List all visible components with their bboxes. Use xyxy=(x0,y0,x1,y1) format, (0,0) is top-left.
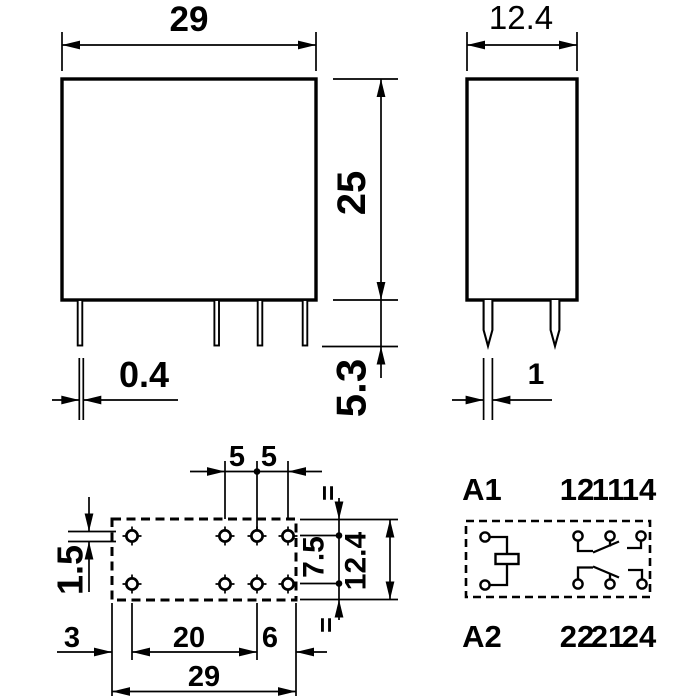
contact-pole-1 xyxy=(572,530,647,554)
terminal-11-label: 11 xyxy=(592,472,625,507)
pcb-hole-offset-label: 1.5 xyxy=(50,545,91,595)
side-depth-label: 12.4 xyxy=(489,0,553,36)
side-pin-width-dimension: 1 xyxy=(452,358,552,420)
front-pins xyxy=(76,299,309,347)
pcb-equal-mark-bottom: = xyxy=(311,617,341,633)
terminal-12-label: 12 xyxy=(560,472,594,507)
side-view: 12.4 1 xyxy=(452,0,579,420)
coil-terminal-a1-label: A1 xyxy=(462,472,502,507)
terminal-24-label: 24 xyxy=(622,619,657,654)
contact-pole-2 xyxy=(572,565,648,590)
side-pins xyxy=(482,300,561,350)
terminal-21-label: 21 xyxy=(591,619,625,654)
pcb-outline xyxy=(110,517,298,602)
relay-body-front xyxy=(60,77,318,302)
terminal-22-label: 22 xyxy=(560,619,594,654)
schematic-view: A1 12 11 14 A2 22 21 24 xyxy=(462,472,657,654)
front-pin-thickness-label: 0.4 xyxy=(119,354,169,395)
pcb-pitch-main-label: 20 xyxy=(173,622,205,654)
schematic-outline xyxy=(464,519,652,599)
pcb-margin-left-label: 3 xyxy=(64,622,80,654)
pcb-row-pitch-label: 7.5 xyxy=(298,536,331,578)
front-width-label: 29 xyxy=(170,0,209,39)
pcb-depth-label: 12.4 xyxy=(340,531,373,590)
relay-body-side xyxy=(465,77,579,302)
front-pin-thickness-dimension: 0.4 xyxy=(52,354,178,420)
pcb-equal-mark-top: = xyxy=(313,485,343,501)
pcb-pitch-5-5-dimension: 5 5 xyxy=(190,441,322,529)
side-depth-dimension: 12.4 xyxy=(466,0,578,71)
pcb-holes xyxy=(122,526,298,594)
pcb-depth-dimension: 12.4 xyxy=(340,519,395,600)
pcb-pitch-left-label: 5 xyxy=(229,441,245,473)
front-height-dimension: 25 xyxy=(330,78,398,301)
front-view: 29 25 5.3 0.4 xyxy=(52,0,398,420)
pcb-pitch-end-label: 6 xyxy=(262,622,278,654)
front-pin-length-label: 5.3 xyxy=(328,359,375,417)
pcb-bottom-dimensions: 3 20 6 29 xyxy=(57,603,327,696)
pcb-right-margin-dimension: = = 7.5 xyxy=(298,485,398,633)
coil-symbol xyxy=(479,531,520,591)
pcb-hole-offset-dimension: 1.5 xyxy=(50,497,116,595)
side-pin-width-label: 1 xyxy=(528,358,545,391)
terminal-14-label: 14 xyxy=(622,472,657,507)
pcb-width-label: 29 xyxy=(188,661,220,693)
front-height-label: 25 xyxy=(330,171,374,216)
pcb-layout-view: 5 5 1.5 = = 7.5 xyxy=(50,441,398,696)
front-width-dimension: 29 xyxy=(61,0,317,71)
front-pin-length-dimension: 5.3 xyxy=(322,300,398,417)
coil-terminal-a2-label: A2 xyxy=(462,619,502,654)
pcb-pitch-right-label: 5 xyxy=(261,441,277,473)
